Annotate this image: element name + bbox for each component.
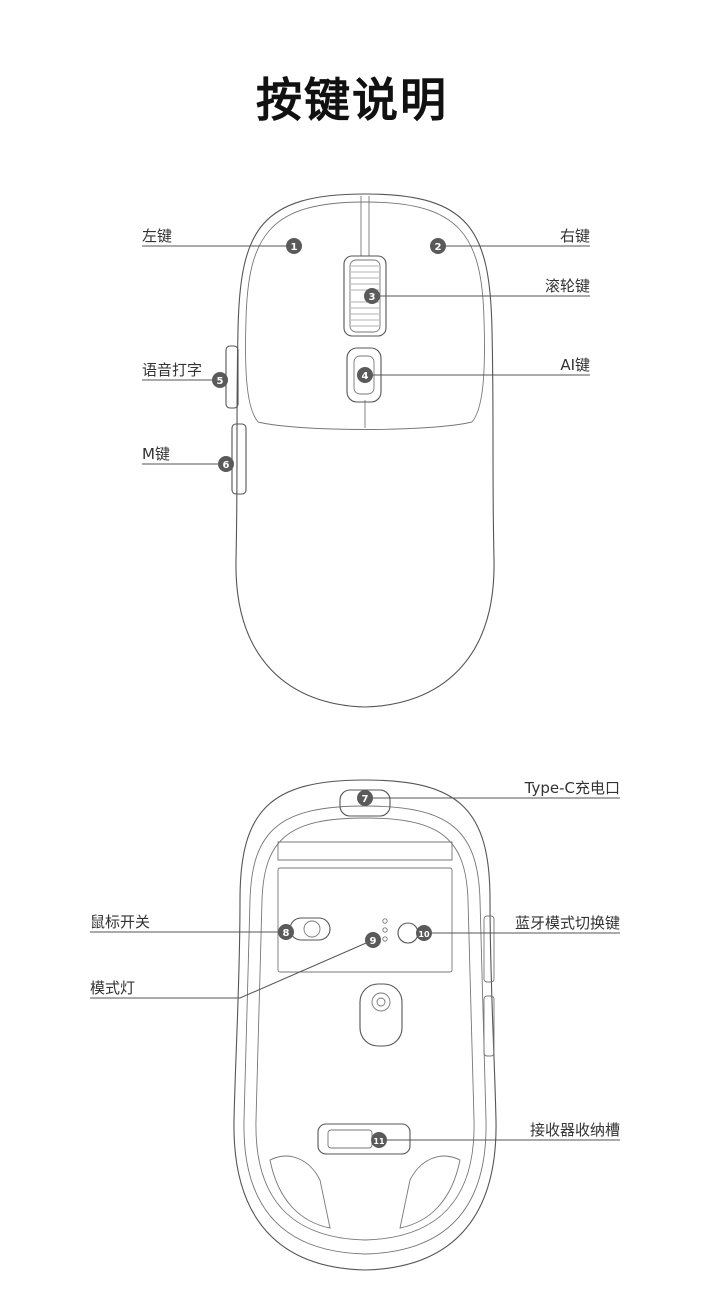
callout-4-number: 4 <box>362 371 369 382</box>
callout-7-dot <box>357 790 373 806</box>
callout-2-dot <box>430 238 446 254</box>
callout-7-number: 7 <box>362 794 369 805</box>
mouse-top-view: 1 2 3 4 5 6 左键 右键 滚轮键 AI键 语音打字 M键 <box>142 193 590 708</box>
label-m-button: M键 <box>142 445 170 463</box>
optical-sensor <box>359 983 403 1047</box>
callout-10-dot <box>416 925 432 941</box>
mouse-bottom-body <box>233 779 497 1271</box>
mouse-bottom-view: 7 8 9 10 11 Type-C充电口 鼠标开关 模式灯 蓝牙模式切换键 接… <box>90 779 620 1271</box>
label-left-button: 左键 <box>142 227 172 245</box>
callout-6-number: 6 <box>223 460 230 471</box>
callout-2-number: 2 <box>435 242 442 253</box>
callout-3-number: 3 <box>369 292 376 303</box>
callout-8-dot <box>278 924 294 940</box>
mouse-top-body <box>235 193 495 708</box>
bluetooth-button <box>397 922 419 944</box>
callout-8-number: 8 <box>283 928 290 939</box>
callout-1-dot <box>286 238 302 254</box>
callout-1-number: 1 <box>291 242 298 253</box>
callout-9-number: 9 <box>370 936 377 947</box>
callout-11-number: 11 <box>373 1137 385 1146</box>
callout-9-dot <box>365 932 381 948</box>
page-title: 按键说明 <box>256 73 448 127</box>
callout-5-dot <box>212 372 228 388</box>
voice-button-shape <box>225 345 239 409</box>
receiver-slot <box>317 1123 411 1155</box>
label-power-switch: 鼠标开关 <box>90 913 150 931</box>
callout-11-dot <box>371 1132 387 1148</box>
label-voice-typing: 语音打字 <box>142 361 202 379</box>
label-type-c-port: Type-C充电口 <box>524 779 620 797</box>
label-mode-light: 模式灯 <box>90 979 135 997</box>
label-receiver-slot: 接收器收纳槽 <box>530 1121 620 1139</box>
m-button-shape <box>231 423 247 495</box>
callout-10-number: 10 <box>418 930 430 939</box>
callout-6-dot <box>218 456 234 472</box>
label-scroll-wheel: 滚轮键 <box>545 277 590 295</box>
callout-3-dot <box>364 288 380 304</box>
callout-4-dot <box>357 367 373 383</box>
label-bluetooth-switch: 蓝牙模式切换键 <box>515 914 620 932</box>
label-ai-button: AI键 <box>560 356 590 374</box>
callout-5-number: 5 <box>217 376 224 387</box>
label-right-button: 右键 <box>560 227 590 245</box>
